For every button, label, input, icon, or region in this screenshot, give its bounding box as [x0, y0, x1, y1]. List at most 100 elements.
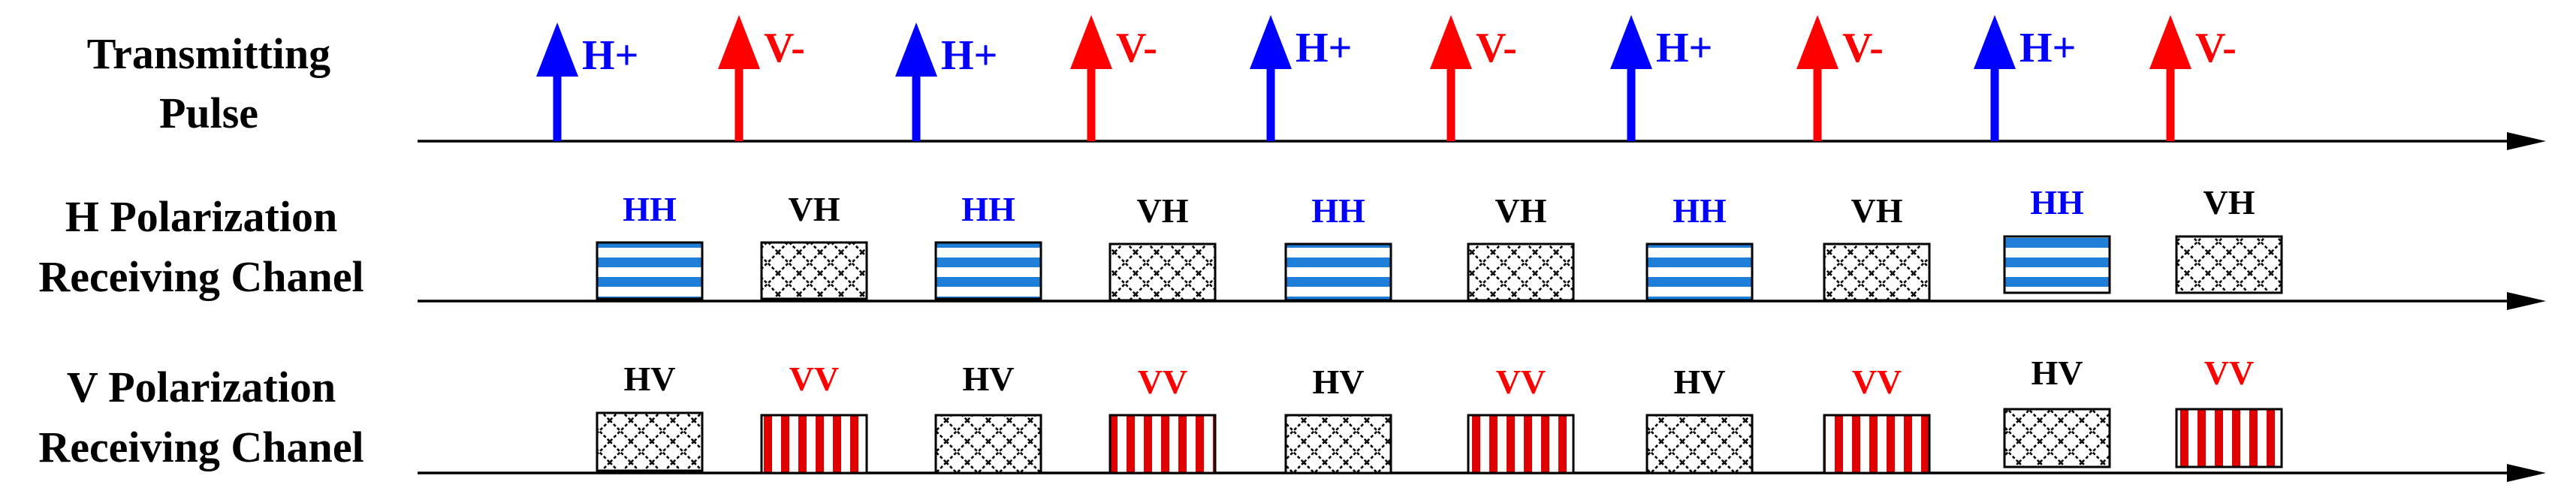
return-label: HV: [2032, 354, 2083, 392]
return-label: VH: [789, 190, 840, 228]
crosshatch-return-box: [1467, 242, 1575, 302]
return-label: HH: [623, 190, 677, 228]
pulse-label: H+: [941, 32, 997, 79]
pulse-label: H+: [1296, 25, 1352, 71]
return-label: HH: [961, 190, 1015, 228]
return-label: HH: [1311, 191, 1365, 230]
h-stripes-return-box: [1284, 242, 1392, 302]
pulse-arrow-shaft: [2166, 53, 2175, 141]
h-stripes-return-box: [1645, 242, 1754, 302]
pulse-arrow-head: [2149, 15, 2191, 69]
pulse-arrow-head: [718, 15, 760, 69]
pulse-arrow-shaft: [1266, 53, 1275, 141]
v-stripes-return-box: [1109, 414, 1217, 474]
return-label: VH: [1851, 191, 1903, 230]
h-return-hh: HH: [2003, 183, 2111, 294]
return-label: HV: [1313, 363, 1365, 401]
pulse-arrow-shaft: [912, 60, 921, 141]
return-label: VH: [1495, 191, 1547, 230]
v-return-hv: HV: [1645, 363, 1754, 474]
v-stripes-return-box: [1467, 414, 1575, 474]
h-return-vh: VH: [2175, 183, 2283, 294]
pulse-arrow-shaft: [734, 53, 744, 141]
v-return-vv: VV: [760, 360, 868, 474]
v-pulse-arrow: V-: [718, 15, 805, 141]
v-stripes-return-box: [1823, 414, 1931, 474]
v-pulse-arrow: V-: [1430, 15, 1517, 141]
pulse-label: V-: [1842, 25, 1884, 71]
row-label-h-channel-line2: Receiving Chanel: [38, 252, 363, 301]
pulse-arrow-head: [1796, 15, 1838, 69]
pulse-label: H+: [2019, 25, 2076, 71]
h-return-hh: HH: [934, 190, 1042, 300]
pulse-label: V-: [764, 25, 805, 71]
return-label: VV: [2204, 354, 2254, 392]
v-pulse-arrow: V-: [1070, 15, 1157, 141]
pulse-arrow-shaft: [1446, 53, 1455, 141]
crosshatch-return-box: [934, 414, 1042, 474]
pulse-label: V-: [1476, 25, 1517, 71]
h-return-hh: HH: [1645, 191, 1754, 302]
v-return-vv: VV: [1109, 363, 1217, 474]
return-label: VV: [1138, 363, 1187, 401]
h-return-hh: HH: [596, 190, 704, 300]
row-label-v-channel-line1: V Polarization: [67, 363, 336, 411]
v-return-hv: HV: [2003, 354, 2111, 468]
pulse-arrow-shaft: [1990, 53, 1999, 141]
pulse-arrow-shaft: [1087, 53, 1096, 141]
crosshatch-return-box: [760, 241, 868, 300]
return-label: VH: [1137, 191, 1189, 230]
crosshatch-return-box: [1645, 414, 1754, 474]
crosshatch-return-box: [2003, 408, 2111, 468]
pulse-arrow-shaft: [553, 60, 562, 141]
pulse-label: V-: [2195, 25, 2237, 71]
h-pulse-arrow: H+: [895, 23, 997, 141]
pulse-arrow-head: [536, 23, 578, 77]
h-return-vh: VH: [760, 190, 868, 300]
crosshatch-return-box: [1284, 414, 1392, 474]
row-label-h-channel-line1: H Polarization: [65, 192, 337, 241]
h-return-vh: VH: [1109, 191, 1217, 302]
v-return-vv: VV: [2175, 354, 2283, 468]
row-label-v-channel-line2: Receiving Chanel: [38, 423, 363, 471]
pulse-arrow-head: [1070, 15, 1112, 69]
h-pulse-arrow: H+: [1974, 15, 2076, 141]
crosshatch-return-box: [596, 411, 704, 472]
v-return-vv: VV: [1823, 363, 1931, 474]
h-pulse-arrow: H+: [1250, 15, 1352, 141]
v-pulse-arrow: V-: [1796, 15, 1884, 141]
return-label: HV: [1674, 363, 1726, 401]
crosshatch-return-box: [2175, 235, 2283, 294]
row-labels: Transmitting Pulse H Polarization Receiv…: [38, 29, 363, 471]
pulse-arrow-head: [1430, 15, 1472, 69]
v-return-hv: HV: [1284, 363, 1392, 474]
return-label: HV: [963, 360, 1015, 398]
h-return-vh: VH: [1823, 191, 1931, 302]
return-label: VV: [1496, 363, 1546, 401]
v-stripes-return-box: [2175, 408, 2283, 468]
pulse-arrow-shaft: [1813, 53, 1822, 141]
crosshatch-return-box: [1823, 242, 1931, 302]
v-return-hv: HV: [934, 360, 1042, 474]
h-stripes-return-box: [934, 241, 1042, 300]
return-label: HH: [2030, 183, 2084, 221]
crosshatch-return-box: [1109, 242, 1217, 302]
h-pulse-arrow: H+: [536, 23, 638, 141]
return-label: VH: [2203, 183, 2255, 221]
h-pulse-arrow: H+: [1610, 15, 1712, 141]
pulse-label: H+: [1656, 25, 1712, 71]
row-label-transmitting-line1: Transmitting: [87, 29, 330, 78]
h-channel-time-axis: [418, 292, 2546, 310]
return-label: HH: [1673, 191, 1727, 230]
pulse-arrow-shaft: [1627, 53, 1636, 141]
transmit-pulses: H+ V- H+ V- H+ V- H+ V- H+ V-: [536, 15, 2237, 141]
return-label: VV: [1852, 363, 1902, 401]
pulse-arrow-head: [1610, 15, 1652, 69]
pulse-arrow-head: [1250, 15, 1292, 69]
row-label-transmitting-line2: Pulse: [159, 89, 258, 137]
v-stripes-return-box: [760, 414, 868, 474]
pulse-label: V-: [1116, 25, 1157, 71]
